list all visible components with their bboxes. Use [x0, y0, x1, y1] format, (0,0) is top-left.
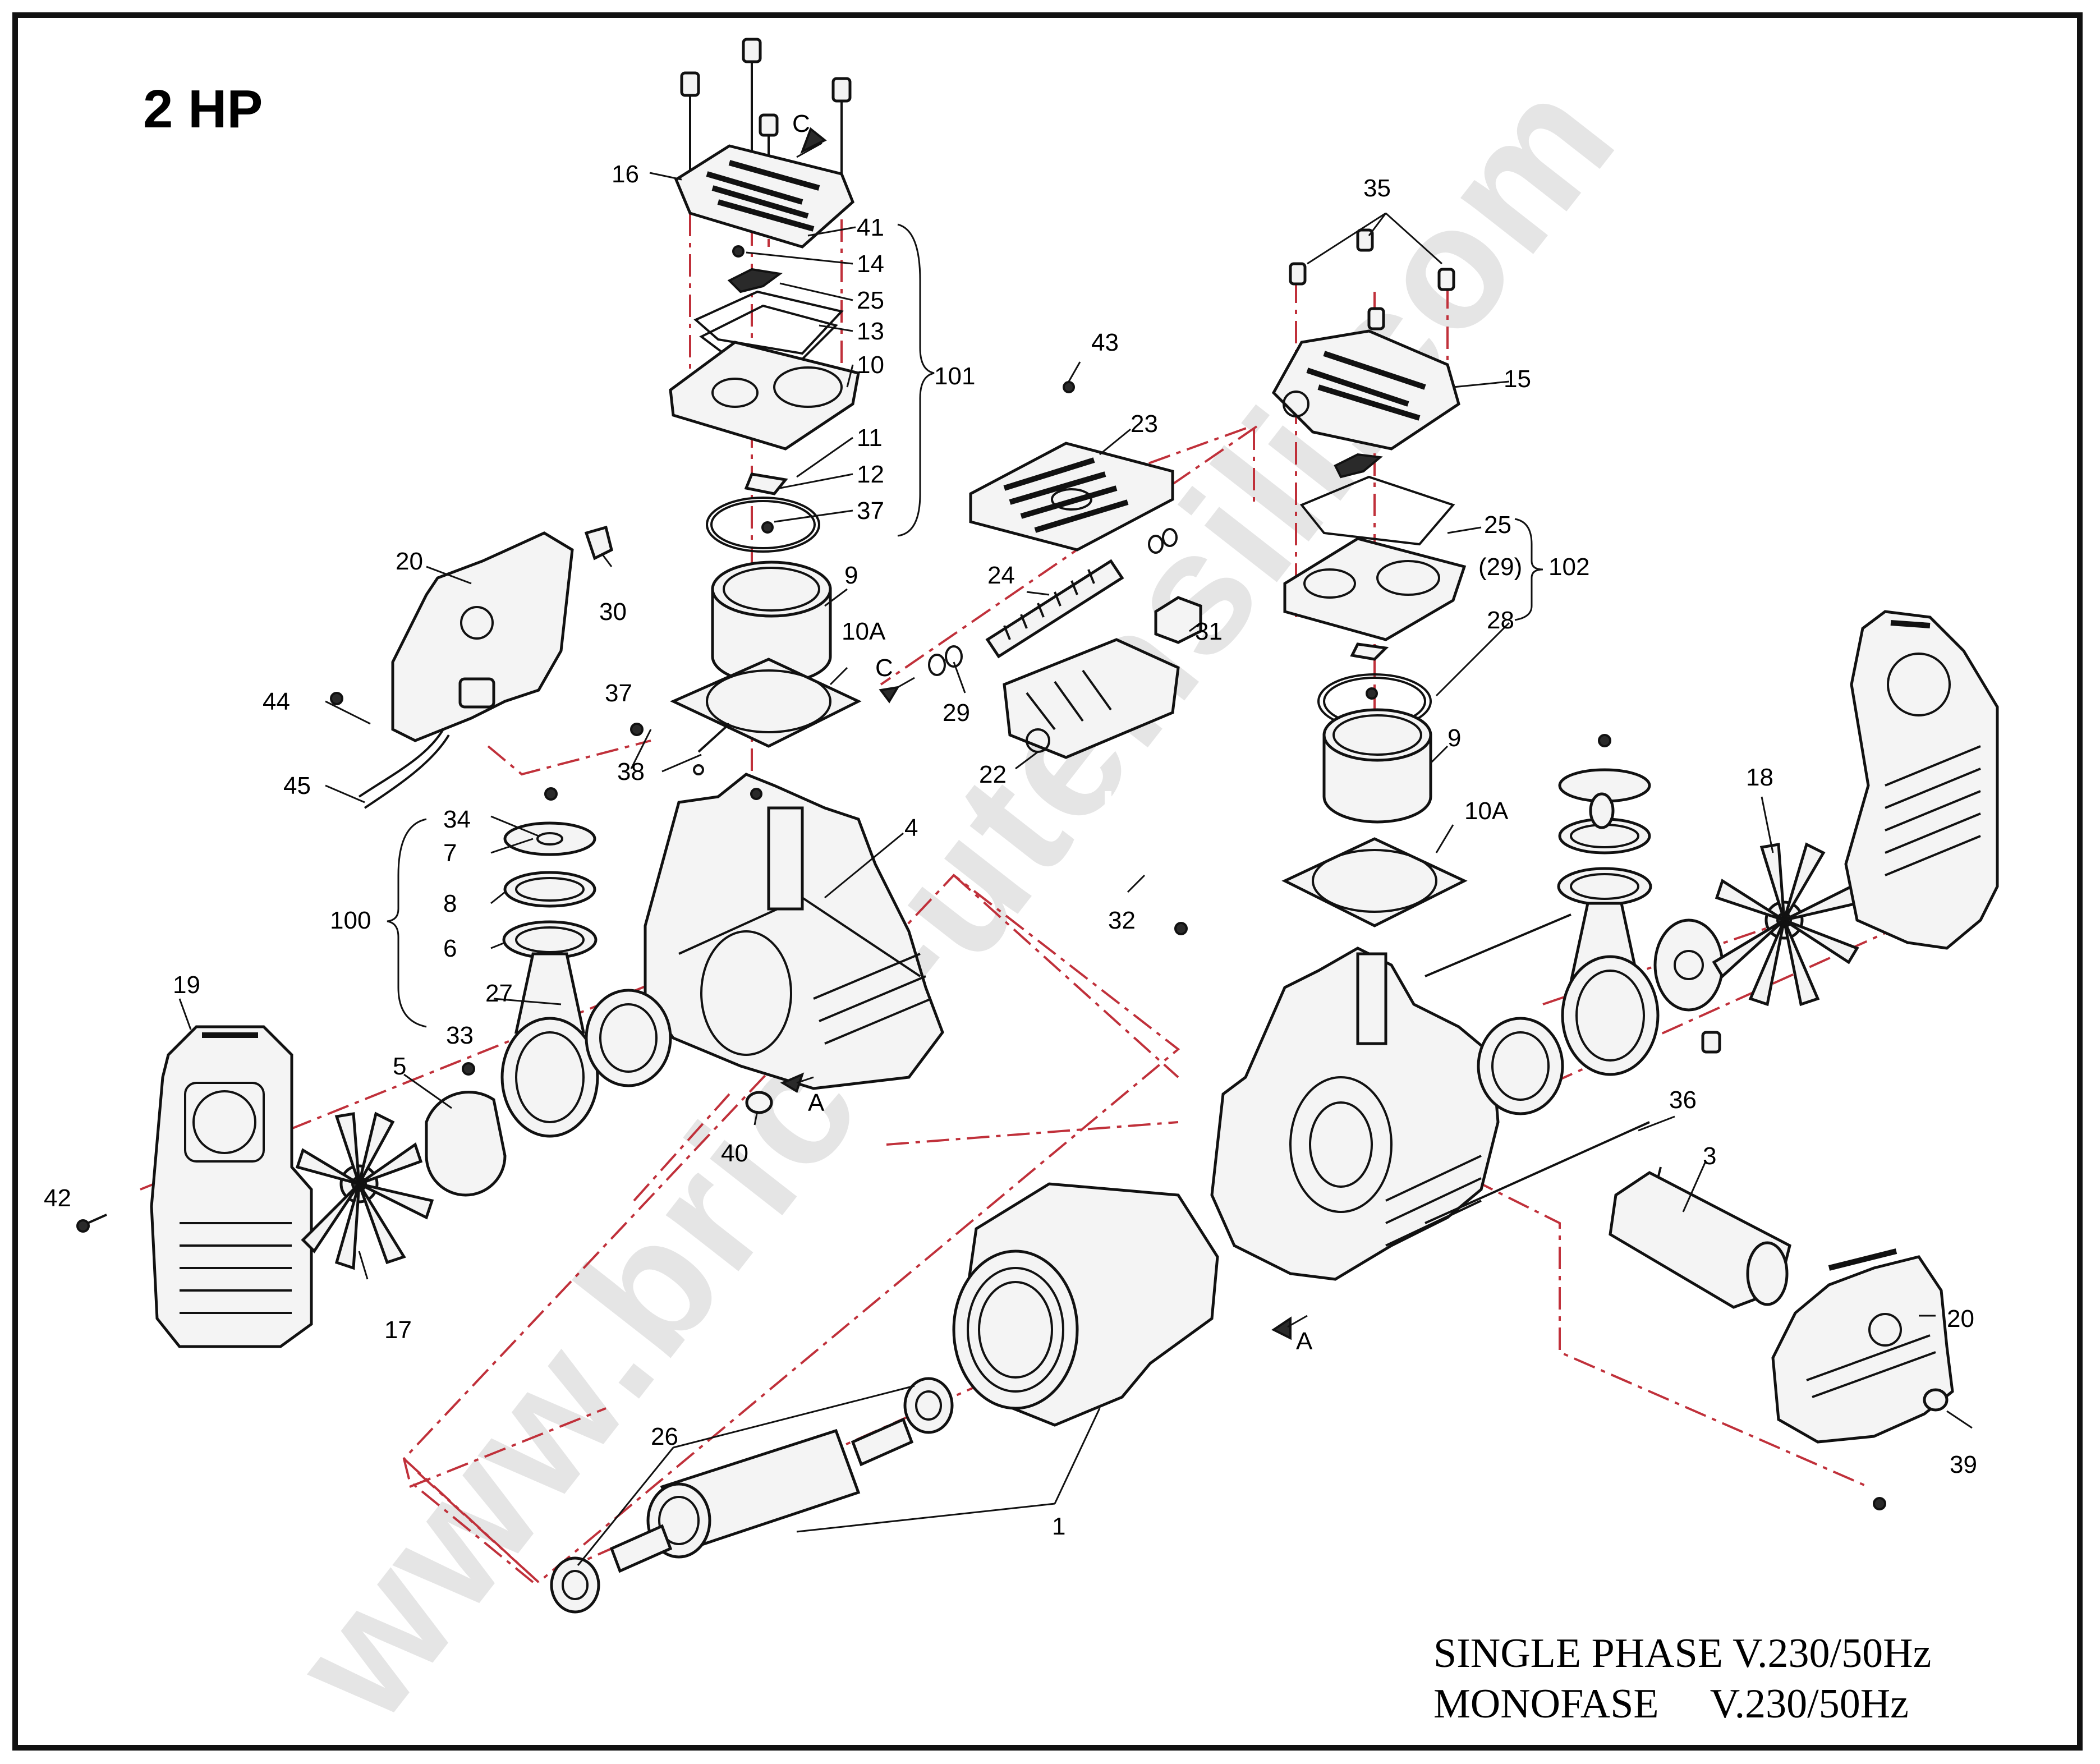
callout-41: 41 [857, 214, 884, 241]
callout-43: 43 [1091, 329, 1119, 356]
callout-30: 30 [599, 598, 627, 626]
callout-15: 15 [1504, 365, 1531, 393]
callout-38: 38 [617, 758, 645, 785]
direction-arrows [780, 127, 1308, 1340]
leader-lines [178, 172, 1973, 1566]
callout-22: 22 [979, 761, 1007, 788]
callout-26: 26 [651, 1423, 678, 1450]
left-piston-rod-group [425, 787, 773, 1197]
footer-line-1: SINGLE PHASE V.230/50Hz [1433, 1630, 1932, 1676]
center-manifold-group [928, 381, 1202, 890]
callout-12: 12 [857, 461, 884, 488]
callout-9-left: 9 [844, 562, 858, 589]
callout-6: 6 [443, 935, 457, 962]
callout-16: 16 [612, 160, 639, 188]
right-crankcase [1210, 947, 1500, 1281]
callout-3: 3 [1703, 1142, 1716, 1170]
callout-24: 24 [987, 562, 1015, 589]
callout-8: 8 [443, 890, 457, 917]
callout-labels: 16 41 14 25 13 10 11 12 37 101 C 9 10A C… [44, 110, 1977, 1540]
callout-23: 23 [1131, 410, 1158, 438]
callout-9-right: 9 [1448, 724, 1461, 752]
callout-100: 100 [330, 907, 371, 934]
callout-14: 14 [857, 250, 884, 278]
motor-stator-1 [952, 1182, 1219, 1427]
terminal-box-20-left [330, 525, 613, 809]
callout-32: 32 [1108, 907, 1136, 934]
callout-101: 101 [934, 362, 975, 390]
cylinder-head-16 [674, 144, 854, 249]
left-fan-cover-19 [150, 1025, 313, 1348]
callout-102: 102 [1548, 553, 1589, 581]
terminal-box-20-right [1771, 1248, 1954, 1510]
left-head-assembly [669, 38, 862, 748]
right-fan-18 [1712, 842, 1859, 1007]
footer-line-2: MONOFASE V.230/50Hz [1433, 1681, 1909, 1727]
callout-19: 19 [173, 971, 200, 999]
page-title: 2 HP [143, 79, 263, 139]
callout-20-right: 20 [1947, 1305, 1974, 1333]
callout-10a-left: 10A [842, 618, 886, 645]
callout-37-top: 37 [857, 497, 884, 525]
valve-plate-group [669, 245, 860, 553]
callout-40: 40 [721, 1140, 748, 1167]
callout-4: 4 [904, 814, 918, 842]
callout-a-left: A [808, 1089, 825, 1117]
right-head-assembly [1271, 228, 1468, 927]
callout-17: 17 [384, 1316, 412, 1344]
callout-35: 35 [1363, 174, 1391, 202]
callout-36: 36 [1669, 1086, 1697, 1114]
callout-10a-right: 10A [1464, 797, 1509, 825]
right-fan-cover [1844, 610, 1999, 950]
callout-20-left: 20 [396, 548, 423, 575]
border-frame [12, 12, 2083, 1751]
small-hardware [630, 723, 1615, 935]
screw-42 [76, 1214, 107, 1233]
callout-5: 5 [393, 1053, 406, 1080]
callout-11: 11 [857, 424, 883, 452]
right-piston-rod-group [1477, 734, 1724, 1115]
rotor-shaft [550, 1377, 954, 1614]
callout-10: 10 [857, 351, 884, 379]
callout-18: 18 [1746, 764, 1773, 791]
left-crankcase-4 [644, 773, 944, 1090]
callout-44: 44 [263, 688, 290, 715]
callout-13: 13 [857, 318, 884, 345]
callout-34-left: 34 [443, 806, 471, 833]
callout-1: 1 [1052, 1513, 1065, 1540]
long-rod-36 [1424, 913, 1650, 1224]
callout-c-mid: C [875, 654, 893, 682]
gasket-10a-left [669, 658, 862, 748]
callout-31: 31 [1195, 618, 1223, 645]
callout-a-right: A [1296, 1327, 1313, 1355]
callout-25-right: 25 [1484, 511, 1511, 539]
capacitor-3 [1609, 1166, 1791, 1309]
callout-39: 39 [1950, 1451, 1977, 1478]
callout-27: 27 [485, 980, 513, 1007]
callout-29: 29 [943, 699, 970, 727]
left-fan-17 [295, 1111, 434, 1270]
callout-c-top: C [792, 110, 810, 137]
callout-37-mid: 37 [605, 679, 632, 707]
callout-7: 7 [443, 839, 457, 867]
callout-45: 45 [283, 772, 311, 800]
callout-42: 42 [44, 1184, 71, 1212]
callout-29-bracket: (29) [1478, 553, 1522, 581]
callout-25-left: 25 [857, 287, 884, 314]
callout-33: 33 [446, 1022, 474, 1049]
callout-28: 28 [1487, 607, 1514, 634]
